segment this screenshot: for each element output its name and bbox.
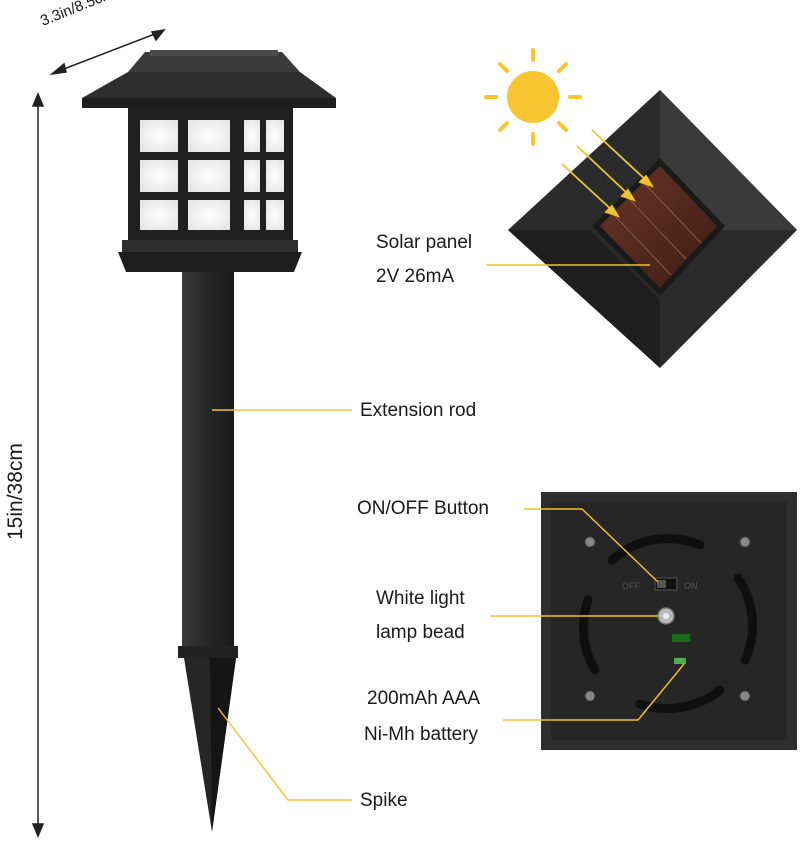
extension-rod — [178, 272, 238, 658]
lamp-bead-label-line1: White light — [376, 588, 465, 609]
leader-lines — [212, 264, 685, 801]
battery-label-line2: Ni-Mh battery — [364, 724, 479, 745]
battery-label-line1: 200mAh AAA — [367, 688, 481, 709]
solar-panel-label-line1: Solar panel — [376, 232, 473, 253]
spike-label: Spike — [360, 790, 408, 811]
switch-on-label: ON — [684, 581, 698, 591]
on-off-button-label: ON/OFF Button — [357, 498, 489, 519]
solar-panel-label-line2: 2V 26mA — [376, 266, 455, 287]
height-dimension-arrow — [31, 92, 45, 838]
sun-icon — [484, 48, 582, 146]
lamp-head — [82, 50, 336, 272]
switch-off-label: OFF — [622, 581, 640, 591]
sunlight-arrows — [561, 129, 655, 218]
lamp-bottom-view: OFF ON — [541, 492, 797, 750]
width-dimension-arrow — [49, 28, 166, 76]
height-dimension-label: 15in/38cm — [4, 443, 27, 540]
solar-panel — [508, 90, 797, 368]
extension-rod-label: Extension rod — [360, 400, 477, 421]
spike — [184, 658, 236, 832]
lamp-bead-label-line2: lamp bead — [376, 622, 465, 643]
